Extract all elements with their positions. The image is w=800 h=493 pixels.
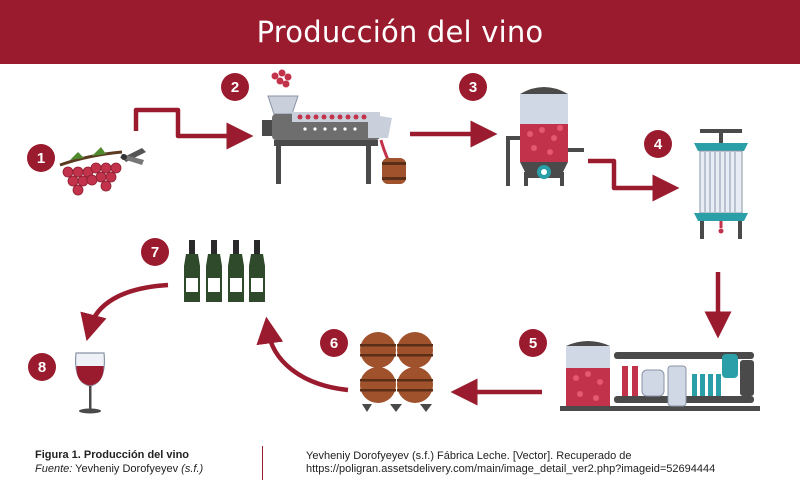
source-label: Fuente: [35, 463, 73, 475]
step-badge-2: 2 [221, 73, 249, 101]
svg-text:7: 7 [151, 244, 159, 261]
svg-text:6: 6 [330, 335, 338, 352]
step-badge-8: 8 [28, 353, 56, 381]
source-date: (s.f.) [181, 463, 204, 475]
destemmer-crusher-machine-icon [262, 69, 406, 184]
figure-caption-title: Figura 1. Producción del vino [35, 449, 190, 461]
svg-text:4: 4 [654, 136, 663, 153]
arrow-7-to-8 [80, 282, 169, 342]
citation-text: Yevheniy Dorofyeyev (s.f.) Fábrica Leche… [306, 450, 716, 475]
fermentation-tank-icon [506, 87, 584, 186]
svg-text:3: 3 [469, 79, 477, 96]
arrow-3-to-4 [588, 158, 680, 202]
arrow-6-to-7 [256, 316, 349, 393]
svg-text:2: 2 [231, 79, 239, 96]
step-badge-4: 4 [644, 130, 672, 158]
oak-barrels-icon [360, 332, 433, 412]
figure-caption-source: Fuente: Yevheniy Dorofyeyev (s.f.) [35, 463, 203, 475]
footer: Figura 1. Producción del vino Fuente: Ye… [0, 436, 800, 493]
step-badge-1: 1 [27, 144, 55, 172]
svg-text:5: 5 [529, 335, 537, 352]
footer-divider [262, 446, 263, 480]
step-badge-3: 3 [459, 73, 487, 101]
wine-glass-icon [74, 352, 106, 414]
flow-arrows [80, 107, 732, 406]
grapes-and-pruning-shears-icon [59, 147, 146, 196]
wine-bottles-icon [184, 240, 265, 302]
wine-production-diagram: 1 2 3 4 5 6 7 8 [27, 69, 760, 414]
svg-text:8: 8 [38, 359, 46, 376]
step-badge-7: 7 [141, 238, 169, 266]
step-badge-5: 5 [519, 329, 547, 357]
page-title: Producción del vino [256, 15, 544, 49]
step-badge-6: 6 [320, 329, 348, 357]
step-badges: 1 2 3 4 5 6 7 8 [27, 73, 672, 381]
source-author: Yevheniy Dorofyeyev [75, 463, 179, 475]
wine-press-icon [694, 129, 748, 239]
filtration-system-icon [560, 341, 760, 411]
arrow-1-to-2 [133, 107, 254, 150]
svg-text:1: 1 [37, 150, 45, 167]
header-banner: Producción del vino [0, 0, 800, 64]
